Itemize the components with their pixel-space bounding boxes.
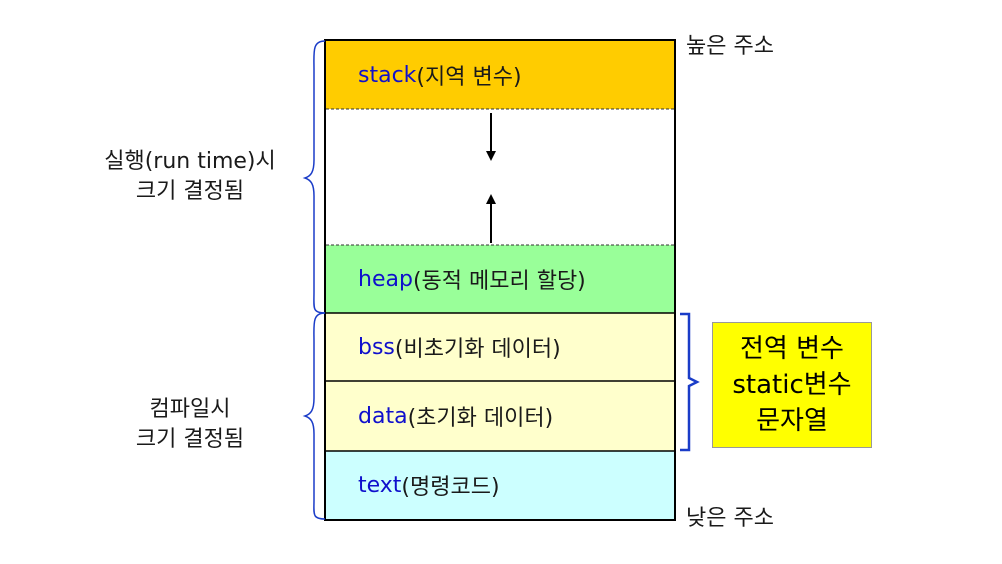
heap-description: (동적 메모리 할당)	[412, 269, 586, 294]
compile-note: 컴파일시 크기 결정됨	[100, 395, 280, 455]
free-space-segment	[326, 109, 674, 245]
heap-segment: heap(동적 메모리 할당)	[326, 245, 674, 313]
bss-description: (비초기화 데이터)	[394, 337, 561, 362]
compile-brace	[302, 312, 326, 520]
callout-line1: 전역 변수	[740, 334, 844, 364]
runtime-note: 실행(run time)시 크기 결정됨	[80, 147, 300, 207]
compile-note-line2: 크기 결정됨	[135, 427, 245, 452]
heap-keyword: heap	[358, 266, 413, 292]
text-keyword: text	[358, 472, 402, 498]
low-address-label: 낮은 주소	[686, 506, 774, 531]
stack-growth-arrow	[486, 113, 496, 161]
text-description: (명령코드)	[401, 475, 500, 500]
callout-line3: 문자열	[756, 406, 828, 436]
globals-bracket	[680, 312, 700, 452]
text-segment: text(명령코드)	[326, 451, 674, 519]
heap-growth-arrow	[486, 194, 496, 243]
runtime-note-line1: 실행(run time)시	[104, 149, 276, 174]
stack-segment: stack(지역 변수)	[326, 41, 674, 109]
runtime-brace	[302, 40, 326, 314]
bss-keyword: bss	[358, 334, 395, 360]
stack-keyword: stack	[358, 62, 417, 88]
globals-callout: 전역 변수 static변수 문자열	[712, 322, 872, 448]
data-keyword: data	[358, 403, 408, 429]
high-address-label: 높은 주소	[686, 34, 774, 59]
callout-line2: static변수	[732, 370, 852, 400]
compile-note-line1: 컴파일시	[149, 397, 231, 422]
runtime-note-line2: 크기 결정됨	[135, 179, 245, 204]
data-segment: data(초기화 데이터)	[326, 381, 674, 451]
bss-segment: bss(비초기화 데이터)	[326, 313, 674, 381]
stack-description: (지역 변수)	[416, 65, 522, 90]
data-description: (초기화 데이터)	[407, 406, 554, 431]
